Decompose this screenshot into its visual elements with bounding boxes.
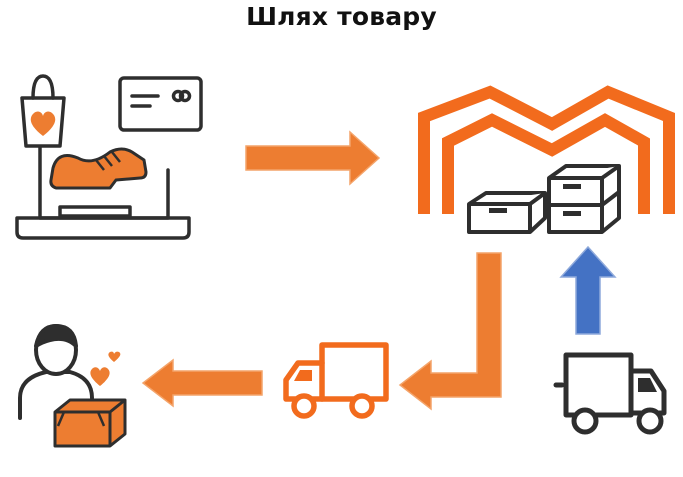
warehouse-boxes-icon [467, 164, 621, 234]
diagram-title: Шлях товару [246, 2, 437, 31]
warehouse-icon [418, 85, 675, 214]
arrow-to-warehouse [245, 130, 381, 186]
delivery-van-icon [283, 342, 389, 419]
laptop-shopping-icon [15, 74, 203, 240]
arrow-to-customer [141, 358, 263, 408]
shoe-icon [49, 147, 148, 190]
heart-icon [30, 111, 56, 136]
supplier-truck-icon [553, 352, 667, 435]
customer-with-package-icon [18, 324, 127, 448]
arrow-supplier-to-warehouse [559, 245, 617, 335]
arrow-to-delivery-van [398, 252, 502, 411]
heart-icon [90, 367, 110, 386]
heart-icon [108, 351, 121, 362]
